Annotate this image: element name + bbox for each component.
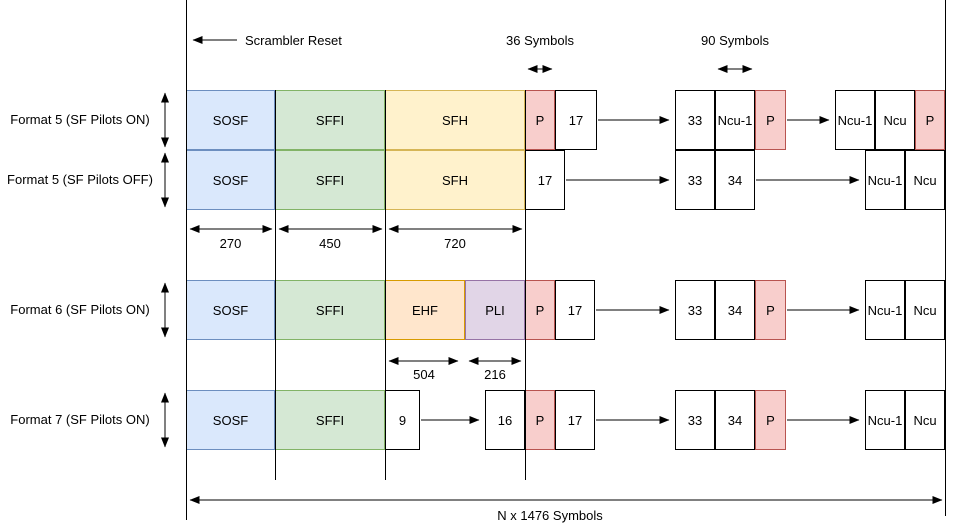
block-34: 34 <box>715 390 755 450</box>
block-pli: PLI <box>465 280 525 340</box>
dim-504: 504 <box>413 367 435 382</box>
block-pilot: P <box>755 280 786 340</box>
block-pilot: P <box>525 390 555 450</box>
block-ncu: Ncu <box>905 150 945 210</box>
block-17: 17 <box>555 390 595 450</box>
block-34: 34 <box>715 150 755 210</box>
row-label-format5-off: Format 5 (SF Pilots OFF) <box>7 172 153 187</box>
block-ncu-1: Ncu-1 <box>865 280 905 340</box>
dim-216: 216 <box>484 367 506 382</box>
block-sfh: SFH <box>385 90 525 150</box>
dim-270: 270 <box>219 236 242 251</box>
block-33: 33 <box>675 150 715 210</box>
dim-450: 450 <box>319 236 341 251</box>
block-sosf: SOSF <box>186 280 275 340</box>
block-16: 16 <box>485 390 525 450</box>
block-ncu-1: Ncu-1 <box>715 90 755 150</box>
block-sffi: SFFI <box>275 90 385 150</box>
block-pilot: P <box>525 90 555 150</box>
row-label-format6-on: Format 6 (SF Pilots ON) <box>10 302 150 317</box>
block-17: 17 <box>555 280 595 340</box>
row-label-format7-on: Format 7 (SF Pilots ON) <box>10 412 150 427</box>
block-sfh: SFH <box>385 150 525 210</box>
block-ncu: Ncu <box>905 390 945 450</box>
total-symbols-label: N x 1476 Symbols <box>497 508 603 523</box>
block-33: 33 <box>675 390 715 450</box>
block-sffi: SFFI <box>275 390 385 450</box>
block-34: 34 <box>715 280 755 340</box>
block-pilot: P <box>755 390 786 450</box>
block-sffi: SFFI <box>275 150 385 210</box>
block-sosf: SOSF <box>186 390 275 450</box>
block-ncu-1: Ncu-1 <box>835 90 875 150</box>
symbols-90-label: 90 Symbols <box>701 33 769 48</box>
block-33: 33 <box>675 280 715 340</box>
dim-720: 720 <box>444 236 466 251</box>
block-ncu: Ncu <box>875 90 915 150</box>
block-pilot: P <box>525 280 555 340</box>
block-9: 9 <box>385 390 420 450</box>
symbols-36-label: 36 Symbols <box>506 33 574 48</box>
block-ncu-1: Ncu-1 <box>865 150 905 210</box>
block-ehf: EHF <box>385 280 465 340</box>
row-label-format5-on: Format 5 (SF Pilots ON) <box>10 112 150 127</box>
block-17: 17 <box>525 150 565 210</box>
block-sosf: SOSF <box>186 90 275 150</box>
block-17: 17 <box>555 90 597 150</box>
block-ncu: Ncu <box>905 280 945 340</box>
block-sosf: SOSF <box>186 150 275 210</box>
block-ncu-1: Ncu-1 <box>865 390 905 450</box>
scrambler-reset-label: Scrambler Reset <box>245 33 342 48</box>
block-33: 33 <box>675 90 715 150</box>
block-pilot: P <box>755 90 786 150</box>
block-pilot: P <box>915 90 945 150</box>
block-sffi: SFFI <box>275 280 385 340</box>
